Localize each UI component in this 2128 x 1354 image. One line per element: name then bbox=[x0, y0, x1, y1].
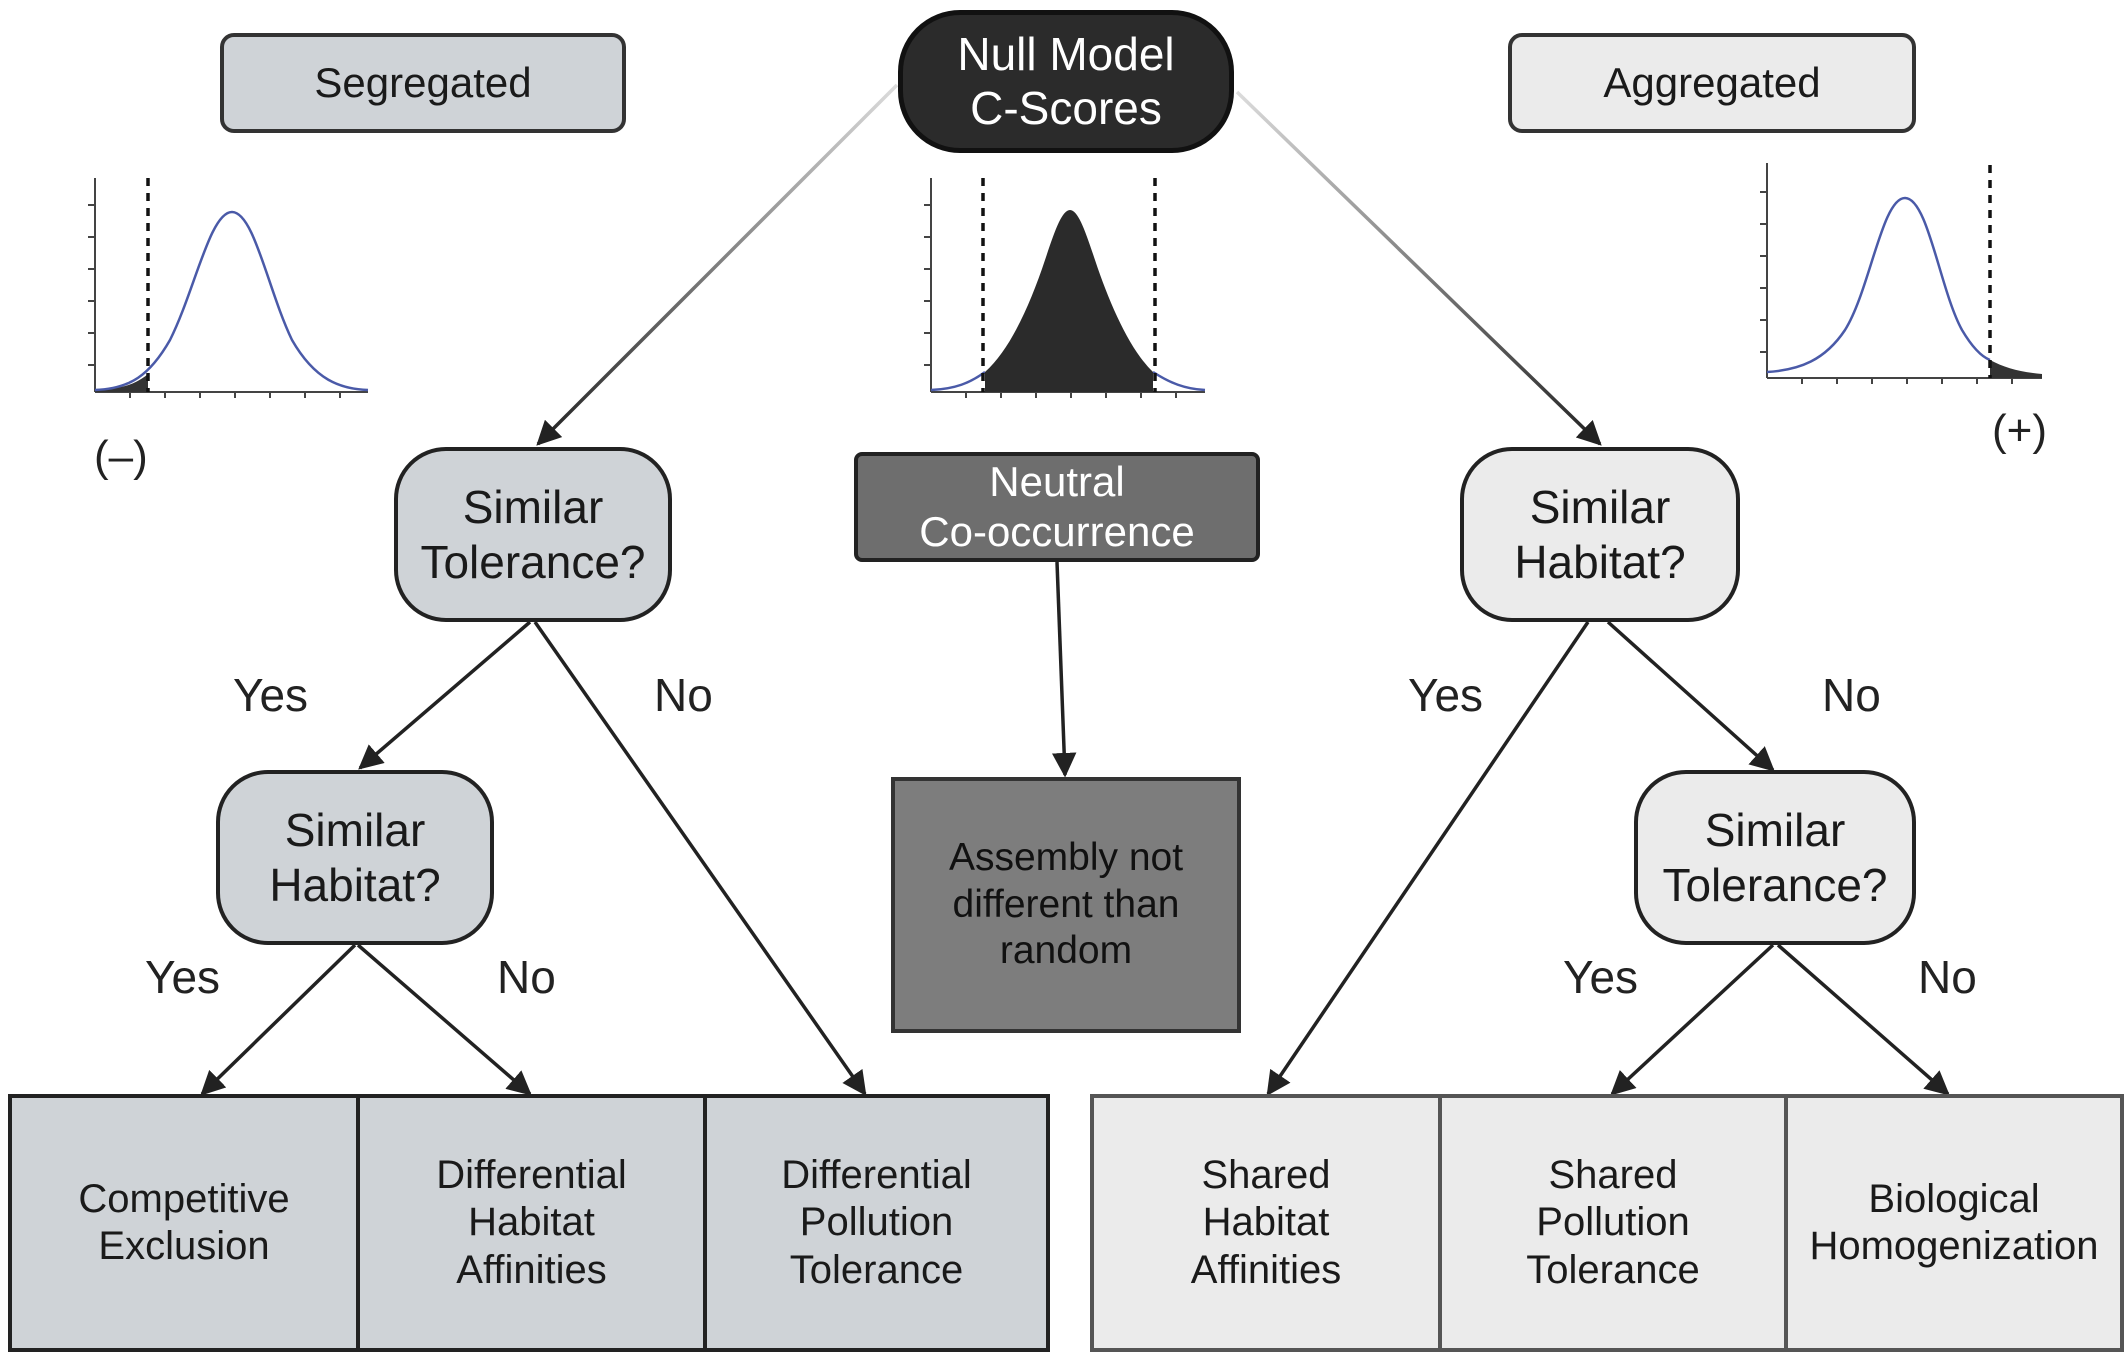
outcome-differential-habitat: Differential Habitat Affinities bbox=[356, 1094, 707, 1352]
outcome-shared-pollution: Shared Pollution Tolerance bbox=[1438, 1094, 1788, 1352]
outcome-biological-homogenization: Biological Homogenization bbox=[1784, 1094, 2124, 1352]
outcome-competitive-exclusion-label: Competitive Exclusion bbox=[78, 1176, 290, 1268]
left-similar-habitat-label: Similar Habitat? bbox=[269, 804, 441, 911]
arrow-root-to-right bbox=[1235, 90, 1602, 446]
segregated-box: Segregated bbox=[220, 33, 626, 133]
segregated-label: Segregated bbox=[314, 59, 532, 106]
aggregated-label: Aggregated bbox=[1603, 59, 1821, 106]
arrow-right-tol-no bbox=[1776, 943, 1950, 1096]
outcome-differential-habitat-label: Differential Habitat Affinities bbox=[436, 1153, 627, 1292]
label-right-tolerance-yes: Yes bbox=[1563, 951, 1639, 1003]
right-similar-habitat: Similar Habitat? bbox=[1460, 447, 1740, 622]
arrow-right-hab-no bbox=[1606, 620, 1775, 772]
label-negative-tail: (–) bbox=[94, 432, 148, 481]
distribution-segregated bbox=[88, 178, 369, 398]
left-similar-tolerance-label: Similar Tolerance? bbox=[420, 481, 646, 588]
root-label: Null Model C-Scores bbox=[957, 28, 1175, 134]
distribution-aggregated bbox=[1760, 163, 2042, 384]
arrow-left-tol-yes bbox=[358, 620, 532, 770]
arrow-right-tol-yes bbox=[1610, 943, 1775, 1096]
arrow-neutral-to-random bbox=[1051, 561, 1077, 778]
outcome-differential-pollution: Differential Pollution Tolerance bbox=[703, 1094, 1050, 1352]
label-left-habitat-yes: Yes bbox=[145, 951, 221, 1003]
arrow-root-to-left bbox=[536, 83, 899, 446]
outcome-shared-habitat-label: Shared Habitat Affinities bbox=[1190, 1153, 1342, 1292]
outcome-differential-pollution-label: Differential Pollution Tolerance bbox=[781, 1153, 972, 1292]
arrow-left-tol-no bbox=[533, 620, 867, 1097]
label-right-habitat-yes: Yes bbox=[1408, 669, 1484, 721]
right-similar-tolerance: Similar Tolerance? bbox=[1634, 770, 1916, 945]
root-node: Null Model C-Scores bbox=[898, 10, 1234, 153]
aggregated-box: Aggregated bbox=[1508, 33, 1916, 133]
outcome-shared-pollution-label: Shared Pollution Tolerance bbox=[1526, 1153, 1700, 1292]
random-node: Assembly not different than random bbox=[891, 777, 1241, 1033]
label-left-tolerance-no: No bbox=[654, 669, 713, 721]
arrow-left-hab-yes bbox=[200, 943, 357, 1096]
left-similar-habitat: Similar Habitat? bbox=[216, 770, 494, 945]
label-left-tolerance-yes: Yes bbox=[233, 669, 309, 721]
left-similar-tolerance: Similar Tolerance? bbox=[394, 447, 672, 622]
arrow-left-hab-no bbox=[356, 943, 532, 1096]
outcome-shared-habitat: Shared Habitat Affinities bbox=[1090, 1094, 1442, 1352]
arrow-right-hab-yes bbox=[1266, 621, 1590, 1097]
label-right-tolerance-no: No bbox=[1918, 951, 1977, 1003]
outcome-biological-homogenization-label: Biological Homogenization bbox=[1809, 1176, 2099, 1268]
neutral-label: Neutral Co-occurrence bbox=[919, 458, 1195, 555]
label-left-habitat-no: No bbox=[497, 951, 556, 1003]
neutral-node: Neutral Co-occurrence bbox=[854, 452, 1260, 562]
outcome-competitive-exclusion: Competitive Exclusion bbox=[8, 1094, 360, 1352]
label-right-habitat-no: No bbox=[1822, 669, 1881, 721]
right-similar-habitat-label: Similar Habitat? bbox=[1514, 481, 1686, 588]
random-label: Assembly not different than random bbox=[948, 835, 1184, 973]
label-positive-tail: (+) bbox=[1992, 406, 2047, 455]
distribution-neutral bbox=[924, 178, 1206, 398]
right-similar-tolerance-label: Similar Tolerance? bbox=[1662, 804, 1888, 911]
